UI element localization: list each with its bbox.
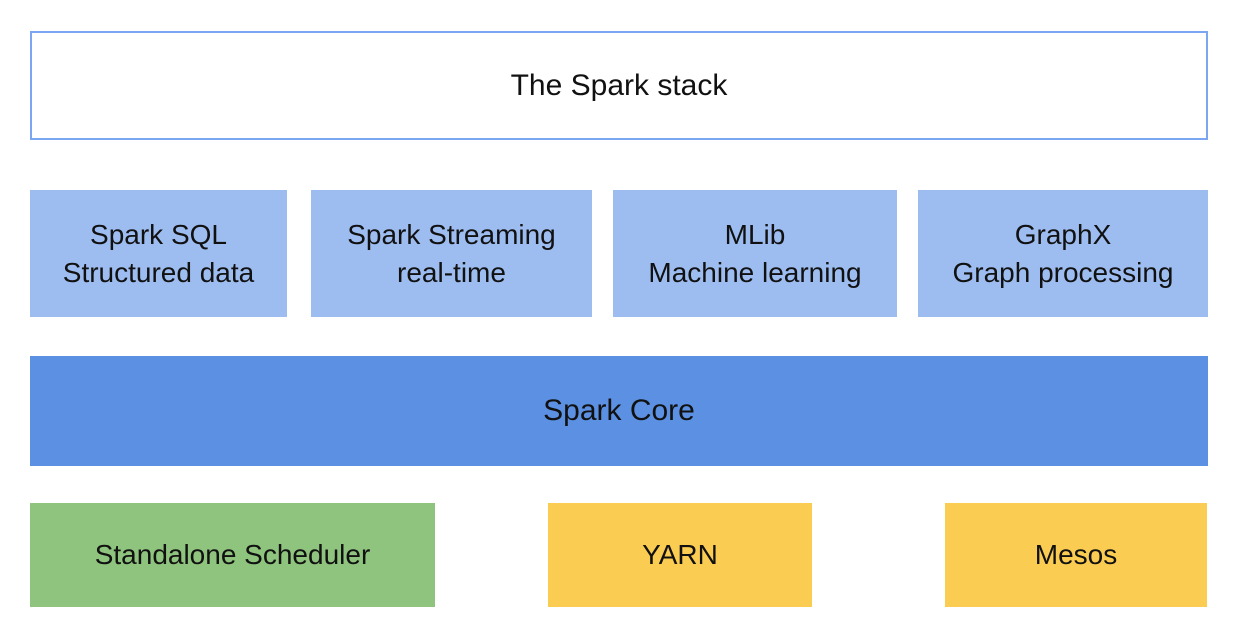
component-subtitle: Graph processing xyxy=(952,256,1174,288)
diagram-title-box: The Spark stack xyxy=(30,31,1208,140)
component-box-graphx: GraphX Graph processing xyxy=(918,190,1208,317)
manager-box-standalone-scheduler: Standalone Scheduler xyxy=(30,503,435,607)
manager-label: Mesos xyxy=(1034,539,1118,570)
component-box-mlib: MLib Machine learning xyxy=(613,190,897,317)
spark-core-bar: Spark Core xyxy=(30,356,1208,466)
diagram-title: The Spark stack xyxy=(510,68,728,102)
manager-label: Standalone Scheduler xyxy=(94,539,371,570)
manager-box-mesos: Mesos xyxy=(945,503,1207,607)
component-subtitle: Structured data xyxy=(62,256,255,288)
component-subtitle: real-time xyxy=(397,256,506,288)
component-name: MLib xyxy=(724,218,786,250)
manager-label: YARN xyxy=(642,539,718,570)
manager-box-yarn: YARN xyxy=(548,503,812,607)
component-box-spark-sql: Spark SQL Structured data xyxy=(30,190,287,317)
component-name: GraphX xyxy=(1014,218,1112,250)
component-name: Spark Streaming xyxy=(347,218,556,250)
component-subtitle: Machine learning xyxy=(648,256,862,288)
spark-core-label: Spark Core xyxy=(543,394,695,427)
component-name: Spark SQL xyxy=(90,218,227,250)
component-box-spark-streaming: Spark Streaming real-time xyxy=(311,190,592,317)
